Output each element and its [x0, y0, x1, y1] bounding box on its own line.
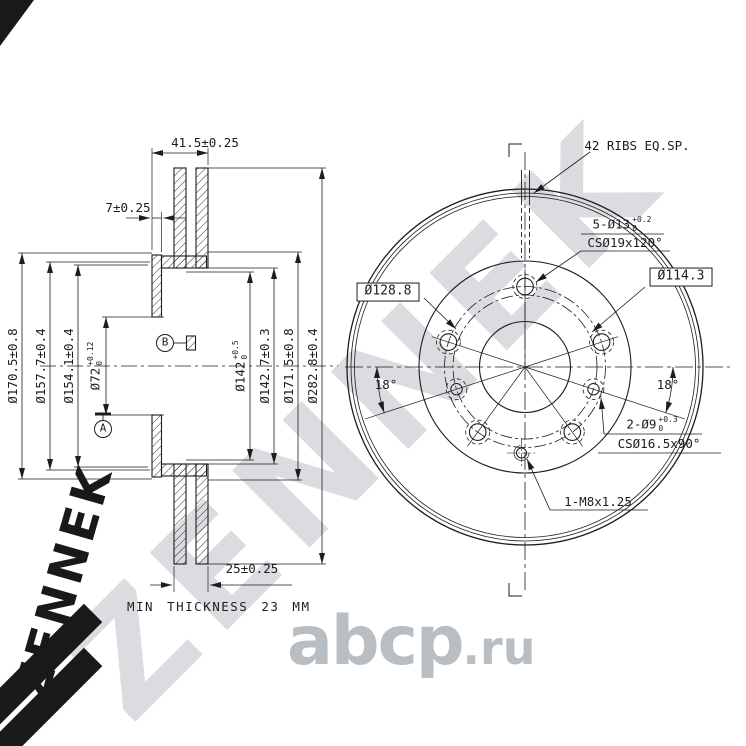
- datum-b-symbol: [156, 334, 186, 352]
- dim-dia-282-8: Ø282.8±0.4: [304, 328, 320, 404]
- angle-dimension-arcs: [373, 366, 677, 413]
- datum-a-symbol: [94, 412, 112, 438]
- ribs-note: 42 RIBS EQ.SP.: [584, 137, 690, 153]
- dim-dia-154-1: Ø154.1±0.4: [60, 328, 76, 404]
- section-hatched-solids: [151, 167, 209, 565]
- bolt-circle-dia-label: Ø128.8: [356, 282, 420, 302]
- thread-hole-m8: [507, 438, 536, 468]
- abcp-ru-logo[interactable]: abcp.ru: [287, 608, 535, 676]
- pin-holes: [445, 378, 605, 401]
- dim-total-width: 41.5±0.25: [171, 134, 239, 150]
- dim-band-thickness: 25±0.25: [225, 560, 279, 576]
- bolt-holes: [435, 274, 614, 445]
- extension-lines: [18, 148, 326, 592]
- pcd-dia-label: Ø114.3: [649, 267, 713, 287]
- dim-dia-170-5: Ø170.5±0.8: [4, 328, 20, 404]
- dim-hat-thickness: 7±0.25: [105, 199, 151, 215]
- rib-section-lines: [521, 170, 530, 258]
- pin-holes-countersink: CSØ16.5x90°: [617, 435, 701, 451]
- pin-holes-base: 2-Ø9: [626, 416, 657, 432]
- angle-left-label: 18°: [374, 376, 398, 392]
- dim-dia-157-7: Ø157.7±0.4: [32, 328, 48, 404]
- datum-b-label: B: [161, 335, 169, 349]
- dim-dia-72-base: Ø72: [87, 367, 103, 391]
- radial-lines: [365, 269, 685, 447]
- dimension-lines: [19, 150, 325, 564]
- dimension-arrows-outside: [126, 215, 292, 588]
- dim-dia-171-5: Ø171.5±0.8: [280, 328, 296, 404]
- min-thickness-note: MIN THICKNESS 23 MM: [127, 599, 311, 614]
- thread-hole-label: 1-M8x1.25: [564, 493, 632, 509]
- bolt-holes-base: 5-Ø13: [592, 216, 631, 232]
- dim-dia-142-base: Ø142: [232, 361, 248, 392]
- section-view: [18, 148, 338, 592]
- view-corner-marks: [508, 143, 522, 597]
- dim-dia-142-7: Ø142.7±0.3: [256, 328, 272, 404]
- bolt-holes-countersink: CSØ19x120°: [587, 234, 663, 250]
- angle-right-label: 18°: [656, 376, 680, 392]
- datum-a-label: A: [99, 421, 107, 435]
- front-view: [345, 143, 730, 597]
- abcp-logo-text: abcp: [287, 602, 465, 681]
- abcp-logo-suffix: .ru: [462, 621, 536, 675]
- leader-lines: [423, 151, 721, 511]
